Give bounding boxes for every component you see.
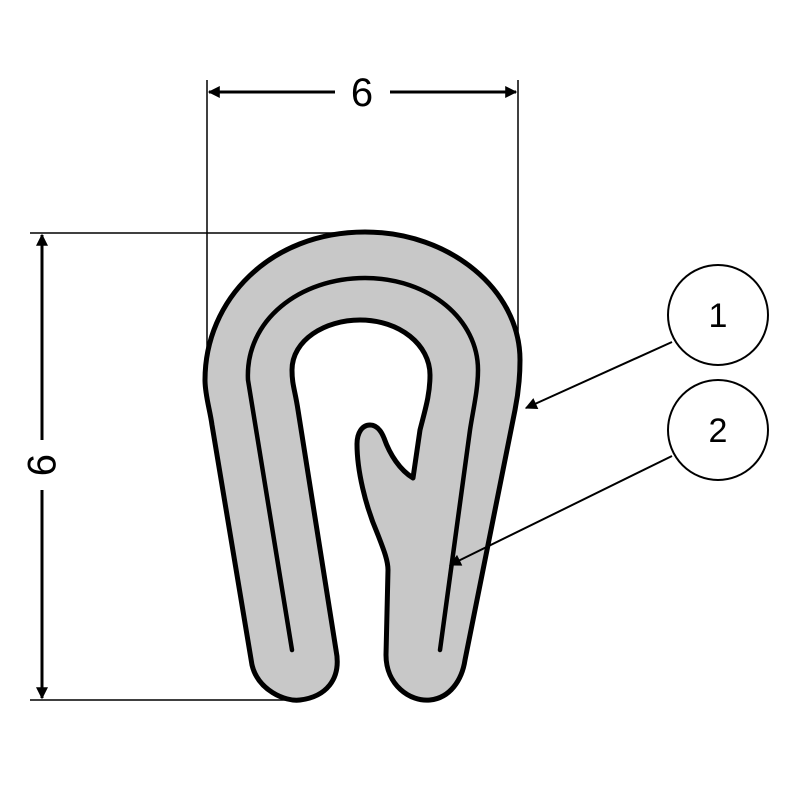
callout-2-circle <box>667 379 769 481</box>
callout-2-leader <box>448 455 673 566</box>
callout-2-number: 2 <box>709 412 728 450</box>
profile-body <box>202 229 523 703</box>
width-dimension-label: 6 <box>351 71 373 115</box>
callout-1-circle <box>667 264 769 366</box>
profile-inner-groove <box>245 275 481 653</box>
callout-1-leader <box>524 341 673 410</box>
callout-1-number: 1 <box>709 297 728 335</box>
height-dimension-label: 9 <box>19 454 63 476</box>
